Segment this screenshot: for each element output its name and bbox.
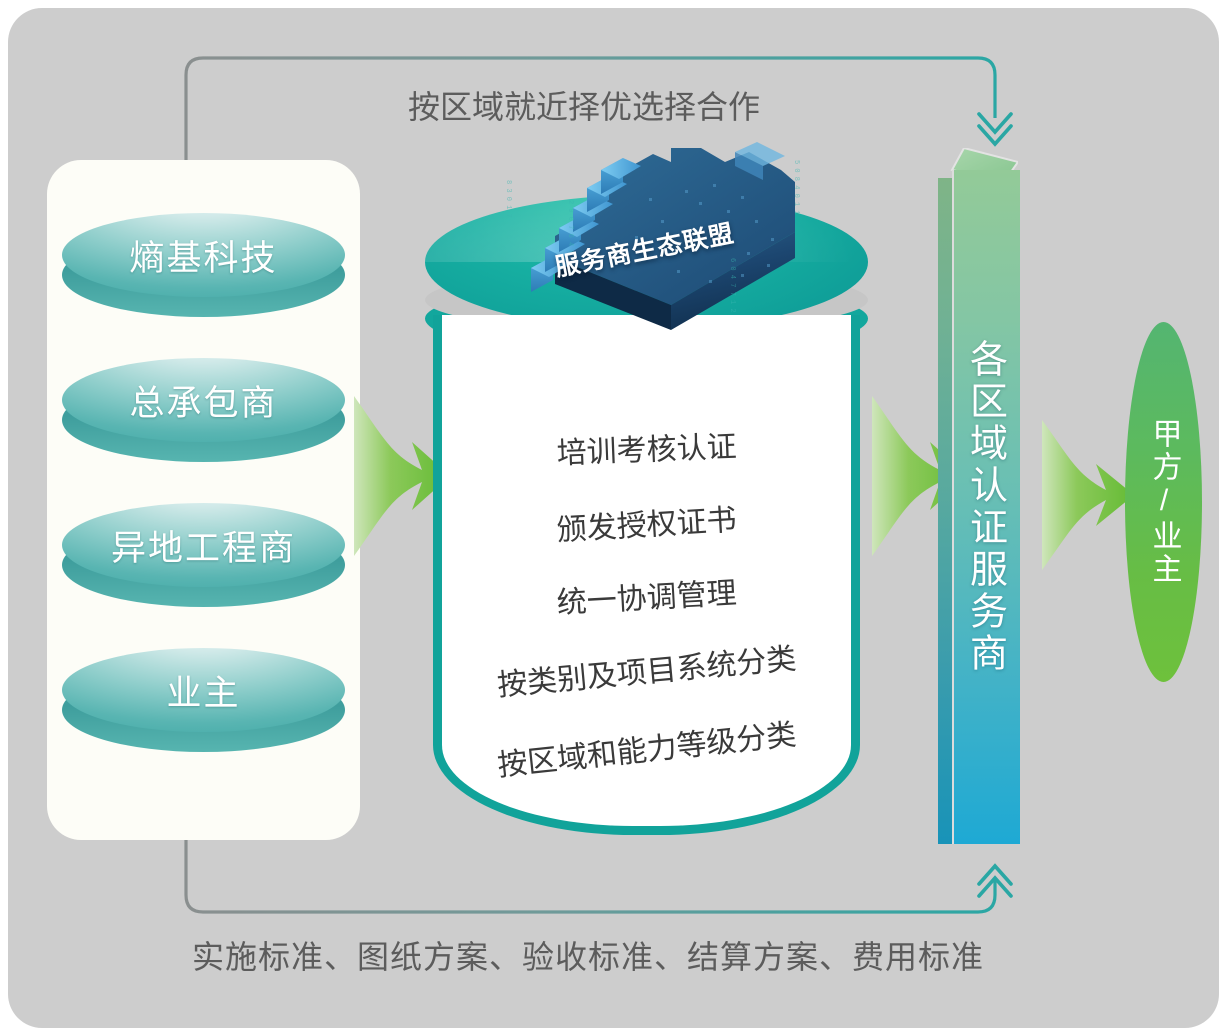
cloud-isometric-icon: 8 3 0 1 7 5 0 8 4 0 1 1 6 0 4 7 7 1 2 2 …: [504, 142, 800, 330]
cylinder-text-block: 培训考核认证 颁发授权证书 统一协调管理 按类别及项目系统分类 按区域和能力等级…: [443, 395, 850, 815]
stakeholder-item-0[interactable]: 熵基科技: [62, 213, 345, 321]
bar-front-face: [952, 170, 1020, 844]
disc-top: [62, 213, 345, 297]
stakeholder-item-3[interactable]: 业主: [62, 648, 345, 756]
stakeholder-item-2[interactable]: 异地工程商: [62, 503, 345, 611]
svg-text:5 0 8 4 0 1 1: 5 0 8 4 0 1 1: [792, 160, 800, 215]
cylinder-line-1: 颁发授权证书: [555, 503, 738, 548]
stakeholder-label: 熵基科技: [129, 238, 278, 278]
svg-text:6 0 4 7 7 1 2: 6 0 4 7 7 1 2: [728, 258, 736, 313]
end-node-label: 甲方/业主: [1147, 418, 1181, 586]
svg-text:2 9 0 7 6 4 0: 2 9 0 7 6 4 0: [566, 200, 574, 255]
arrow-center-to-bar: [872, 396, 968, 556]
cylinder-line-2: 统一协调管理: [555, 576, 738, 620]
disc-top: [62, 503, 345, 587]
stakeholder-label: 总承包商: [129, 383, 278, 423]
bar-side-face: [938, 178, 954, 844]
svg-text:8 3 0 1 7: 8 3 0 1 7: [504, 180, 512, 218]
cylinder-line-0: 培训考核认证: [556, 430, 738, 471]
cylinder-body: [433, 315, 860, 835]
regional-service-bar[interactable]: 各区域认证服务商: [938, 148, 1020, 844]
disc-top: [62, 648, 345, 732]
disc-top: [62, 358, 345, 442]
arrow-bar-to-end: [1042, 420, 1134, 570]
regional-service-bar-label: 各区域认证服务商: [963, 339, 1006, 675]
end-node-owner[interactable]: 甲方/业主: [1125, 322, 1202, 682]
cylinder-line-4: 按区域和能力等级分类: [495, 718, 798, 783]
top-caption: 按区域就近择优选择合作: [408, 89, 761, 125]
arrow-left-to-center: [354, 396, 450, 556]
cylinder-line-3: 按类别及项目系统分类: [495, 642, 798, 703]
stakeholder-label: 异地工程商: [110, 528, 296, 568]
stakeholder-label: 业主: [166, 673, 241, 713]
bottom-caption: 实施标准、图纸方案、验收标准、结算方案、费用标准: [192, 939, 985, 975]
stakeholder-item-1[interactable]: 总承包商: [62, 358, 345, 466]
cloud-graphic: 8 3 0 1 7 5 0 8 4 0 1 1 6 0 4 7 7 1 2 2 …: [495, 140, 825, 330]
cylinder-inner-cover: [442, 323, 851, 363]
